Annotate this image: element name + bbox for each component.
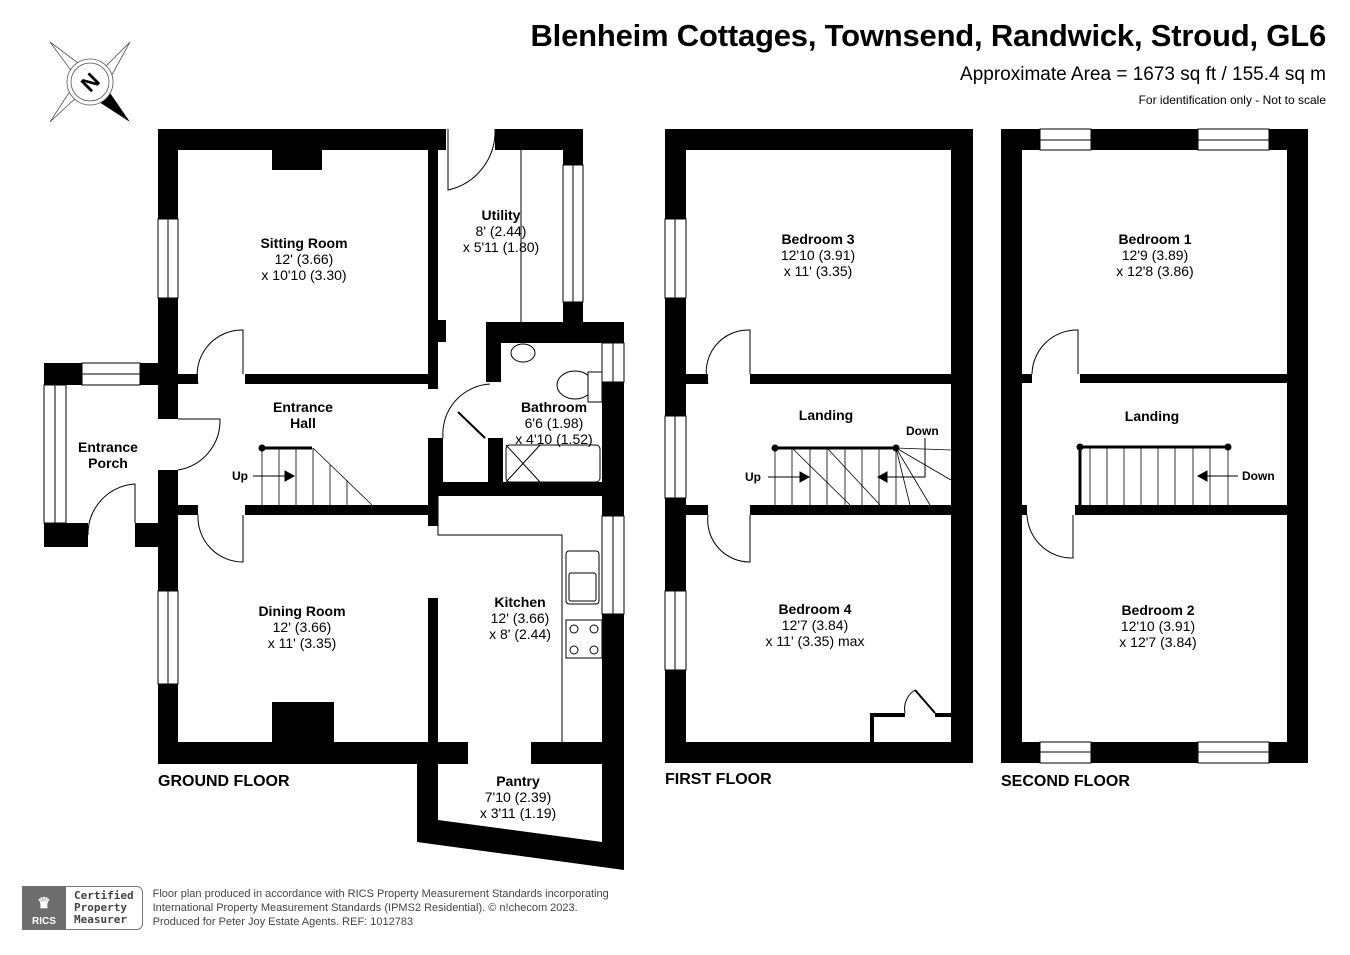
second-floor-fittings [1026, 128, 1270, 764]
svg-text:x 3'11 (1.19): x 3'11 (1.19) [480, 805, 556, 821]
svg-text:12'10 (3.91): 12'10 (3.91) [1121, 618, 1195, 634]
svg-text:6'6 (1.98): 6'6 (1.98) [525, 415, 584, 431]
first-floor [665, 129, 973, 763]
footer: ♛ RICS Certified Property Measurer Floor… [22, 886, 609, 930]
stairs-down-label: Down [1242, 469, 1275, 483]
svg-text:x 10'10 (3.30): x 10'10 (3.30) [261, 267, 346, 283]
first-floor-fittings [664, 218, 952, 714]
second-floor-label: SECOND FLOOR [1001, 773, 1130, 790]
svg-text:x 12'7 (3.84): x 12'7 (3.84) [1119, 634, 1196, 650]
room-name-landing-second: Landing [1125, 408, 1179, 424]
room-name-kitchen: Kitchen [494, 594, 545, 610]
lion-icon: ♛ [37, 895, 51, 912]
svg-text:12'7 (3.84): 12'7 (3.84) [782, 617, 849, 633]
first-floor-labels: Bedroom 3 12'10 (3.91) x 11' (3.35) Land… [665, 231, 939, 788]
disclaimer: For identification only - Not to scale [1138, 93, 1326, 107]
svg-text:12' (3.66): 12' (3.66) [491, 610, 550, 626]
stairs-up-label: Up [745, 470, 761, 484]
room-name-bedroom-4: Bedroom 4 [778, 601, 851, 617]
measurement-notice: Floor plan produced in accordance with R… [152, 888, 609, 928]
room-name-bedroom-1: Bedroom 1 [1118, 231, 1191, 247]
room-name-entrance-porch: Entrance [78, 439, 138, 455]
room-name-bedroom-3: Bedroom 3 [781, 231, 854, 247]
room-name-bedroom-2: Bedroom 2 [1121, 602, 1194, 618]
ground-floor-labels: Sitting Room 12' (3.66) x 10'10 (3.30) U… [78, 207, 593, 821]
room-name-utility: Utility [482, 207, 521, 223]
svg-text:x 11' (3.35): x 11' (3.35) [268, 635, 337, 651]
rics-logo: ♛ RICS [22, 886, 66, 930]
room-name-sitting-room: Sitting Room [260, 235, 347, 251]
certified-property-measurer-badge: Certified Property Measurer [66, 886, 143, 930]
room-name-bathroom: Bathroom [521, 399, 587, 415]
svg-text:x 11' (3.35) max: x 11' (3.35) max [766, 633, 865, 649]
svg-text:x 5'11 (1.80): x 5'11 (1.80) [463, 239, 539, 255]
svg-text:x 12'8 (3.86): x 12'8 (3.86) [1116, 263, 1193, 279]
north-compass-icon: N [49, 41, 131, 123]
room-name-dining-room: Dining Room [258, 603, 345, 619]
first-floor-label: FIRST FLOOR [665, 771, 772, 788]
room-name-pantry: Pantry [496, 773, 540, 789]
room-name-entrance-hall: Entrance [273, 399, 333, 415]
svg-text:x 4'10 (1.52): x 4'10 (1.52) [515, 431, 592, 447]
svg-text:Hall: Hall [290, 415, 316, 431]
svg-text:12' (3.66): 12' (3.66) [273, 619, 332, 635]
second-floor-labels: Bedroom 1 12'9 (3.89) x 12'8 (3.86) Land… [1001, 231, 1275, 790]
property-title: Blenheim Cottages, Townsend, Randwick, S… [530, 18, 1326, 53]
svg-text:Porch: Porch [88, 455, 128, 471]
stairs-down-label: Down [906, 424, 939, 438]
ground-floor-fittings [43, 128, 625, 742]
approximate-area: Approximate Area = 1673 sq ft / 155.4 sq… [960, 64, 1326, 85]
svg-text:7'10 (2.39): 7'10 (2.39) [485, 789, 552, 805]
svg-text:12'9 (3.89): 12'9 (3.89) [1122, 247, 1189, 263]
ground-floor [44, 129, 624, 870]
svg-text:12'10 (3.91): 12'10 (3.91) [781, 247, 855, 263]
stairs-up-label: Up [232, 469, 248, 483]
svg-text:12' (3.66): 12' (3.66) [275, 251, 334, 267]
room-name-landing-first: Landing [799, 407, 853, 423]
svg-text:x 11' (3.35): x 11' (3.35) [784, 263, 853, 279]
ground-floor-label: GROUND FLOOR [158, 773, 290, 790]
svg-text:8' (2.44): 8' (2.44) [476, 223, 527, 239]
svg-text:x 8' (2.44): x 8' (2.44) [489, 626, 551, 642]
